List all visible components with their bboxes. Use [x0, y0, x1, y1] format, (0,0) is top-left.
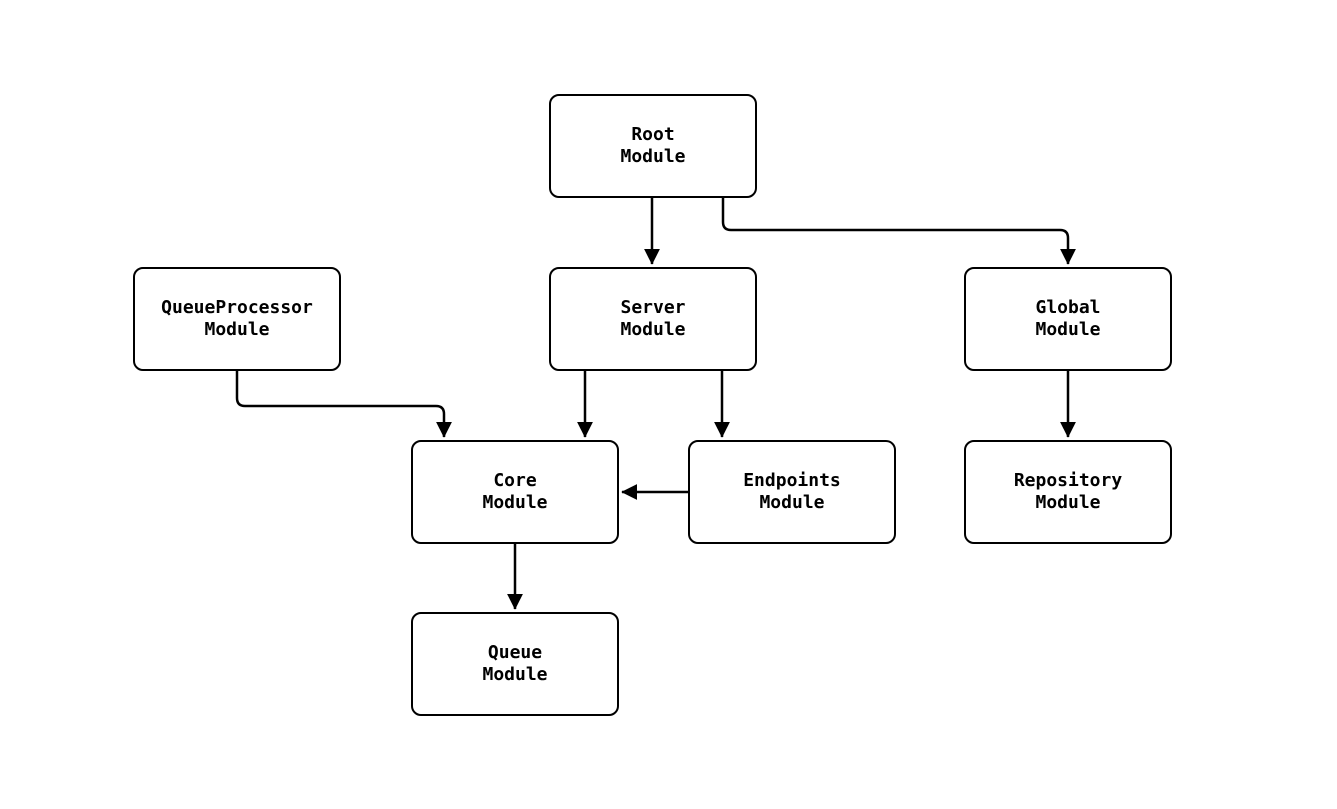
node-endpoints-module-label: Endpoints Module [743, 470, 841, 513]
edge-queueprocessor-to-core [235, 371, 452, 438]
node-core-module-label: Core Module [482, 470, 548, 513]
node-queueprocessor-module-label: QueueProcessor Module [161, 297, 313, 340]
node-root-module: Root Module [549, 94, 757, 198]
node-queue-module-label: Queue Module [482, 642, 548, 685]
node-queue-module: Queue Module [411, 612, 619, 716]
node-server-module-label: Server Module [620, 297, 686, 340]
node-queueprocessor-module: QueueProcessor Module [133, 267, 341, 371]
node-global-module: Global Module [964, 267, 1172, 371]
edge-root-to-global [721, 198, 1076, 265]
node-repository-module-label: Repository Module [1013, 470, 1123, 513]
node-repository-module: Repository Module [964, 440, 1172, 544]
node-global-module-label: Global Module [1035, 297, 1101, 340]
node-root-module-label: Root Module [620, 124, 686, 167]
node-endpoints-module: Endpoints Module [688, 440, 896, 544]
node-server-module: Server Module [549, 267, 757, 371]
node-core-module: Core Module [411, 440, 619, 544]
